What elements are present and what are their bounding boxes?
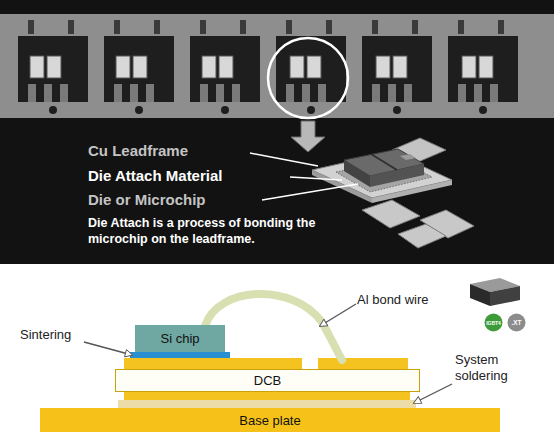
leadframe-units [18, 20, 518, 114]
zoom-arrow [291, 121, 325, 152]
leader-line [250, 153, 318, 166]
node-text: DCB [254, 373, 281, 388]
bond-wire [205, 294, 342, 360]
callout-label: Al bond wire [357, 292, 457, 308]
copper-top-left [124, 358, 302, 369]
dark-panel [0, 0, 554, 264]
die-groove [371, 154, 397, 170]
base-plate-band: Base plate [40, 408, 500, 432]
substrate-box: DCB [115, 369, 420, 392]
die-side [344, 160, 370, 187]
node-text: .XT [511, 319, 521, 326]
highlight-circle [268, 38, 348, 118]
die-chip [202, 56, 216, 78]
die-chip [376, 56, 390, 78]
part-label: Die Attach Material [88, 167, 288, 186]
callout-arrow [84, 342, 132, 355]
copper-top-right [318, 358, 408, 369]
die-chip [479, 56, 493, 78]
callout-label: Sintering [20, 327, 100, 343]
node-text: Base plate [239, 413, 300, 428]
solder-layer [118, 400, 416, 408]
die-chip [219, 56, 233, 78]
sinter-layer [130, 352, 230, 358]
module-side [470, 284, 490, 306]
lead-lower [398, 224, 446, 248]
module-side [490, 286, 520, 306]
die-chip [393, 56, 407, 78]
sprocket-hole [135, 106, 143, 114]
badge-circle: .XT [507, 313, 526, 332]
die-chip [290, 56, 304, 78]
description-note: Die Attach is a process of bonding the m… [88, 216, 338, 247]
die-chip [116, 56, 130, 78]
die-chip [462, 56, 476, 78]
sprocket-hole [479, 106, 487, 114]
lead-pins [28, 84, 498, 102]
callout-label: System soldering [455, 352, 535, 385]
part-label: Die or Microchip [88, 191, 263, 210]
rail-slots [28, 20, 504, 34]
die-chip [30, 56, 44, 78]
circle-fill [485, 314, 503, 332]
circle-fill [508, 314, 526, 332]
node-text: IGBT4 [486, 320, 501, 326]
die-side [370, 164, 424, 187]
module-icon [470, 278, 520, 306]
leader-line [262, 184, 358, 200]
lead-lower [362, 200, 420, 228]
sprocket-hole [221, 106, 229, 114]
leader-line [290, 177, 342, 180]
chip-box: Si chip [135, 325, 225, 352]
copper-bottom [124, 392, 410, 400]
part-label: Cu Leadframe [88, 142, 258, 161]
node-text: Si chip [160, 331, 199, 346]
callout-arrow [320, 304, 356, 326]
sprocket-hole [307, 106, 315, 114]
die-chip [133, 56, 147, 78]
leadframe-strip [0, 14, 554, 118]
die-chip [307, 56, 321, 78]
badge-circle: IGBT4 [484, 313, 503, 332]
die-pad [400, 154, 416, 160]
sprocket-hole [393, 106, 401, 114]
die-chip [47, 56, 61, 78]
light-panel [0, 264, 554, 436]
sprocket-hole [49, 106, 57, 114]
chip-on-leadframe [312, 138, 474, 248]
